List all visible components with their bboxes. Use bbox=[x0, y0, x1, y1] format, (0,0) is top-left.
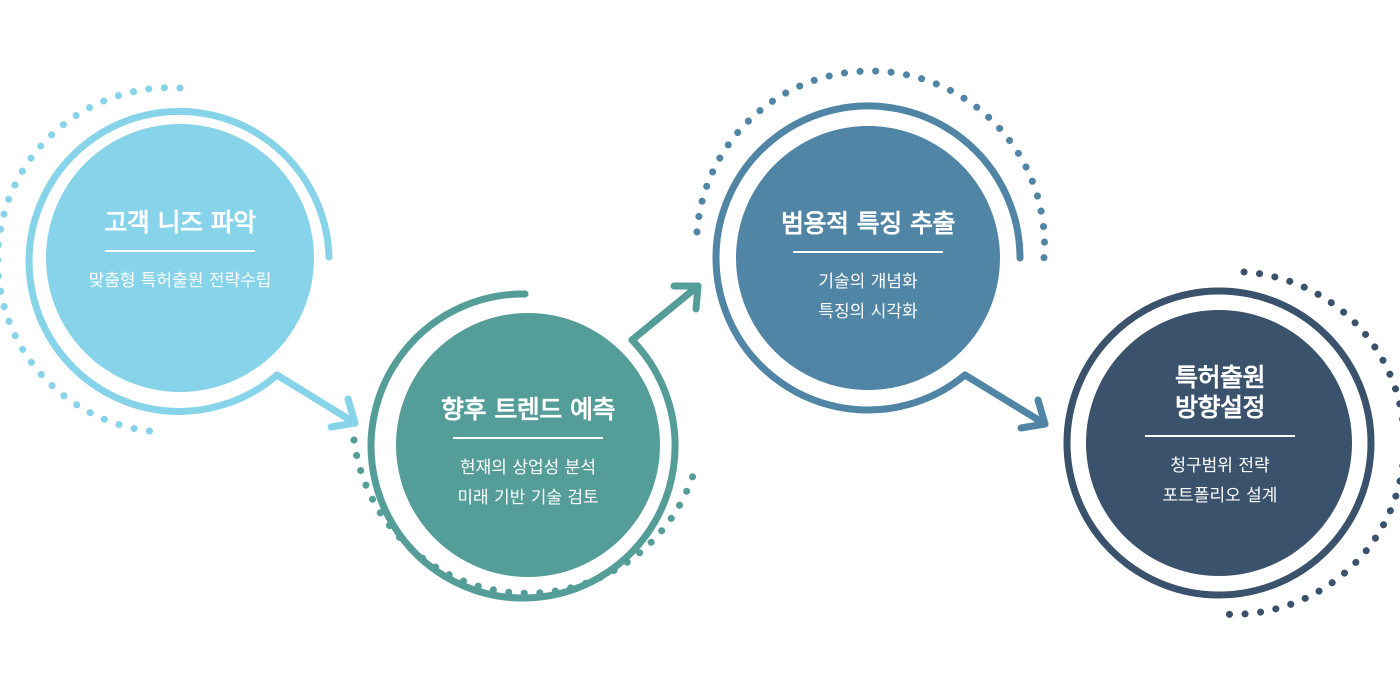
step-1-title: 고객 니즈 파악 bbox=[104, 208, 256, 237]
step-4-title-line-2: 방향설정 bbox=[1174, 393, 1266, 422]
step-3-divider bbox=[793, 251, 943, 253]
step-4-circle bbox=[1086, 310, 1352, 576]
step-1-arrow bbox=[273, 371, 359, 431]
step-2-dotted-arc bbox=[350, 436, 700, 597]
step-3-arrow bbox=[961, 371, 1049, 432]
step-1-line-1: 맞춤형 특허출원 전략수립 bbox=[88, 271, 272, 291]
step-1-label: 고객 니즈 파악 맞춤형 특허출원 전략수립 bbox=[60, 208, 300, 296]
step-3 bbox=[693, 67, 1049, 432]
step-3-outer-ring bbox=[712, 102, 1024, 414]
step-2-divider bbox=[453, 437, 603, 439]
step-3-line-1: 기술의 개념화 bbox=[818, 272, 918, 292]
step-2-line-2: 미래 기반 기술 검토 bbox=[457, 488, 599, 508]
step-1-divider bbox=[105, 250, 255, 252]
step-4-outer-ring bbox=[1063, 287, 1375, 599]
step-3-label: 범용적 특징 추출 기술의 개념화 특징의 시각화 bbox=[748, 209, 988, 327]
step-3-title: 범용적 특징 추출 bbox=[781, 209, 955, 238]
step-1 bbox=[0, 84, 359, 436]
step-4-line-1: 청구범위 전략 bbox=[1170, 456, 1270, 476]
step-4-title-line-1: 특허출원 bbox=[1174, 363, 1266, 392]
step-2 bbox=[350, 282, 702, 602]
step-2-title: 향후 트렌드 예측 bbox=[441, 395, 615, 424]
step-1-outer-ring bbox=[25, 107, 333, 415]
step-2-label: 향후 트렌드 예측 현재의 상업성 분석 미래 기반 기술 검토 bbox=[408, 395, 648, 513]
step-4 bbox=[1063, 268, 1400, 618]
step-2-outer-ring bbox=[367, 290, 679, 602]
step-3-line-2: 특징의 시각화 bbox=[818, 302, 918, 322]
step-2-circle bbox=[396, 313, 660, 577]
step-4-dotted-arc bbox=[1218, 268, 1400, 618]
step-2-arrow bbox=[628, 282, 702, 344]
step-4-label: 특허출원 방향설정 청구범위 전략 포트폴리오 설계 bbox=[1100, 363, 1340, 511]
step-4-line-2: 포트폴리오 설계 bbox=[1162, 486, 1278, 506]
step-1-circle bbox=[46, 124, 314, 392]
step-4-divider bbox=[1145, 435, 1295, 437]
step-3-circle bbox=[736, 126, 1000, 390]
step-2-line-1: 현재의 상업성 분석 bbox=[460, 458, 596, 478]
